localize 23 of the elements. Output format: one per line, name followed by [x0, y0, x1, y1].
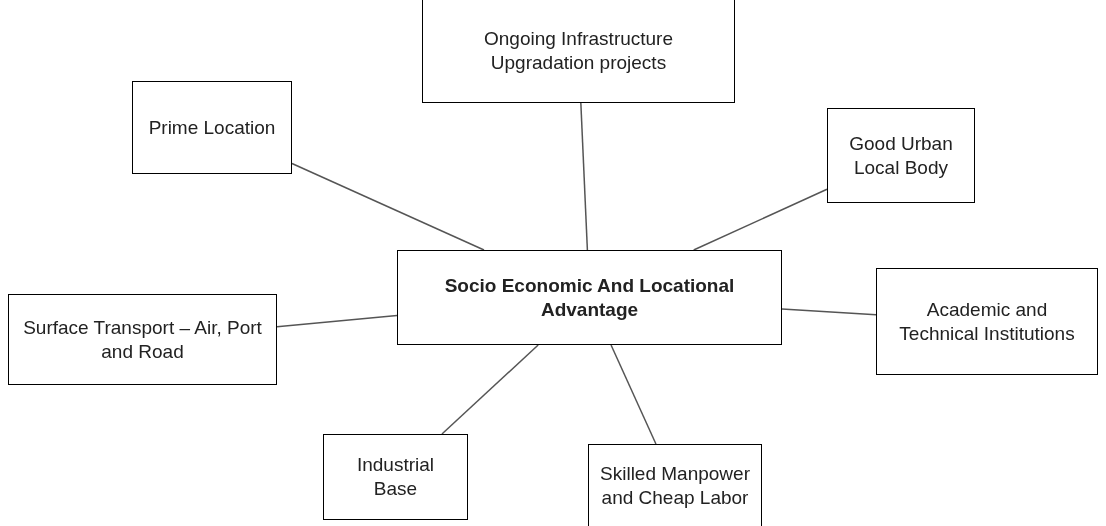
connector-line: [580, 102, 589, 251]
box-text: Skilled Manpower and Cheap Labor: [599, 462, 751, 510]
factor-box: [8, 294, 277, 385]
box-text: Good Urban Local Body: [848, 131, 954, 180]
box-text: Industrial Base: [355, 453, 436, 501]
connector-line: [291, 162, 485, 251]
factor-box: [323, 434, 468, 520]
connector-line: [610, 344, 657, 445]
connector-line: [276, 314, 398, 328]
connector-line: [441, 344, 539, 435]
factor-box: [876, 268, 1098, 375]
central-box: [397, 250, 782, 345]
box-text: Academic and Technical Institutions: [898, 297, 1076, 346]
box-text: Socio Economic And Locational Advantage: [443, 273, 736, 322]
factor-box: [588, 444, 762, 526]
factor-box: [827, 108, 975, 203]
connector-line: [781, 308, 877, 316]
factor-box: [132, 81, 292, 174]
box-text: Ongoing Infrastructure Upgradation projects: [482, 26, 674, 75]
connector-line: [692, 188, 828, 251]
factor-box: [422, 0, 735, 103]
box-text: Surface Transport – Air, Port and Road: [22, 315, 263, 364]
box-text: Prime Location: [148, 115, 276, 140]
